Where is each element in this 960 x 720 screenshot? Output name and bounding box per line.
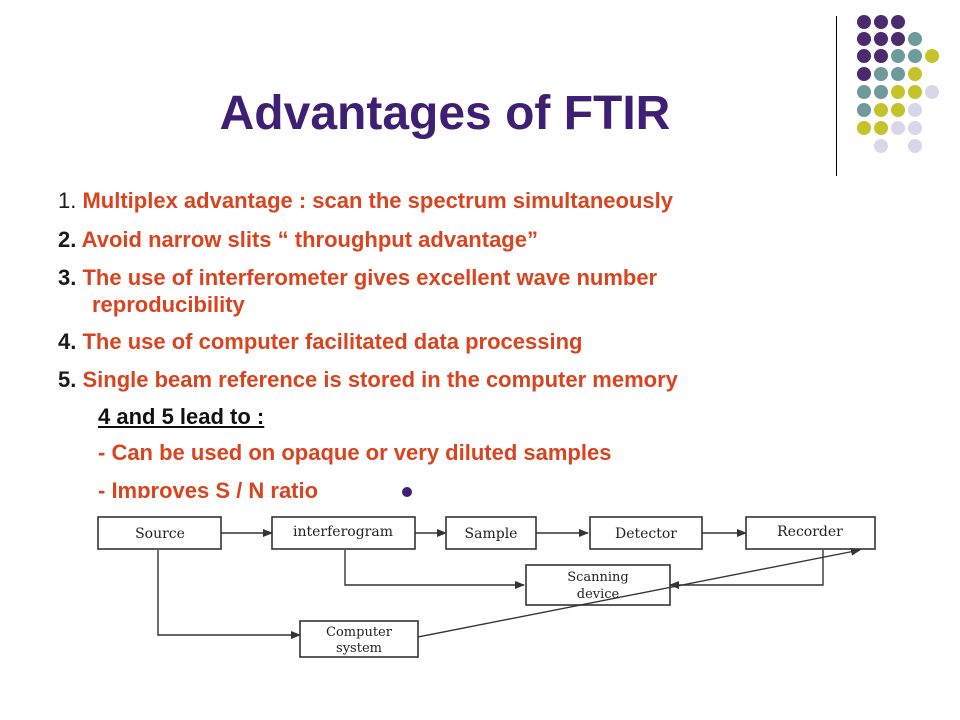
decor-dot	[908, 103, 922, 117]
point-1: 1. Multiplex advantage : scan the spectr…	[58, 188, 673, 214]
scanning-label-line2: device	[577, 587, 620, 602]
decor-dot	[891, 49, 905, 63]
decor-dot	[857, 15, 871, 29]
decor-dot	[857, 85, 871, 99]
interferogram-label: interferogram	[293, 524, 393, 540]
decor-dot	[908, 49, 922, 63]
point-text: The use of interferometer gives excellen…	[76, 265, 658, 290]
decor-dot	[857, 103, 871, 117]
decor-dot	[908, 139, 922, 153]
decor-dot	[891, 67, 905, 81]
decor-dot	[891, 15, 905, 29]
arrow-recorder-to-scanning	[669, 550, 824, 589]
decor-dot	[891, 103, 905, 117]
point-number: 4.	[58, 329, 77, 354]
computer-system-box	[299, 620, 419, 658]
decor-dot	[874, 49, 888, 63]
point-4: 4. The use of computer facilitated data …	[58, 329, 582, 355]
scanning-device-box	[525, 564, 671, 606]
recorder-label: Recorder	[777, 524, 843, 540]
subpoint-1: - Can be used on opaque or very diluted …	[98, 440, 612, 465]
recorder-box	[745, 516, 876, 550]
decor-dot	[874, 139, 888, 153]
point-number: 2.	[58, 227, 77, 252]
sample-label: Sample	[465, 526, 518, 542]
decor-dot	[874, 32, 888, 46]
arrow-computer-to-recorder	[417, 547, 861, 638]
decor-dot	[857, 67, 871, 81]
decor-dot	[891, 121, 905, 135]
computer-label-line1: Computer	[326, 625, 393, 640]
scanning-label-line1: Scanning	[567, 570, 629, 585]
point-text: The use of computer facilitated data pro…	[76, 329, 583, 354]
decor-dot	[908, 67, 922, 81]
subpoint-2: - Improves S / N ratio	[98, 478, 319, 498]
subpoint-2-clipped: - Improves S / N ratio	[98, 478, 428, 498]
slide-title: Advantages of FTIR	[219, 87, 671, 140]
point-number: 5.	[58, 367, 77, 392]
decorative-divider-line	[836, 16, 837, 176]
source-box	[97, 516, 222, 550]
detector-label: Detector	[615, 526, 677, 542]
decor-dot	[874, 121, 888, 135]
point-text: Single beam reference is stored in the c…	[76, 367, 678, 392]
decor-dot	[874, 85, 888, 99]
arrow-interferogram-to-scanning	[344, 550, 525, 589]
decor-dot	[925, 49, 939, 63]
point-5: 5. Single beam reference is stored in th…	[58, 367, 678, 393]
decor-dot	[857, 32, 871, 46]
decor-dot	[908, 32, 922, 46]
point-number: 1.	[58, 188, 77, 213]
bullet-dot	[402, 487, 412, 497]
decor-dot	[891, 85, 905, 99]
point-text: Multiplex advantage : scan the spectrum …	[76, 188, 673, 213]
sample-box	[445, 516, 537, 550]
source-label: Source	[135, 526, 185, 542]
decor-dot	[874, 103, 888, 117]
decor-dot	[925, 85, 939, 99]
point-number: 3.	[58, 265, 77, 290]
point-3: 3. The use of interferometer gives excel…	[58, 265, 657, 291]
decor-dot	[908, 121, 922, 135]
decor-dot	[874, 67, 888, 81]
decor-dot	[908, 85, 922, 99]
point-3-continuation: reproducibility	[92, 292, 245, 317]
ftir-block-diagram: Source interferogram Sample Detector Rec…	[97, 516, 876, 658]
computer-label-line2: system	[336, 641, 382, 656]
detector-box	[589, 516, 703, 550]
point-text: Avoid narrow slits “ throughput advantag…	[76, 227, 538, 252]
decor-dot	[857, 121, 871, 135]
lead-heading: 4 and 5 lead to :	[98, 404, 265, 429]
interferogram-box	[271, 516, 416, 550]
decor-dot	[891, 32, 905, 46]
point-2: 2. Avoid narrow slits “ throughput advan…	[58, 227, 538, 253]
decor-dot	[857, 49, 871, 63]
decor-dot	[874, 15, 888, 29]
arrow-source-to-computer	[157, 550, 301, 639]
